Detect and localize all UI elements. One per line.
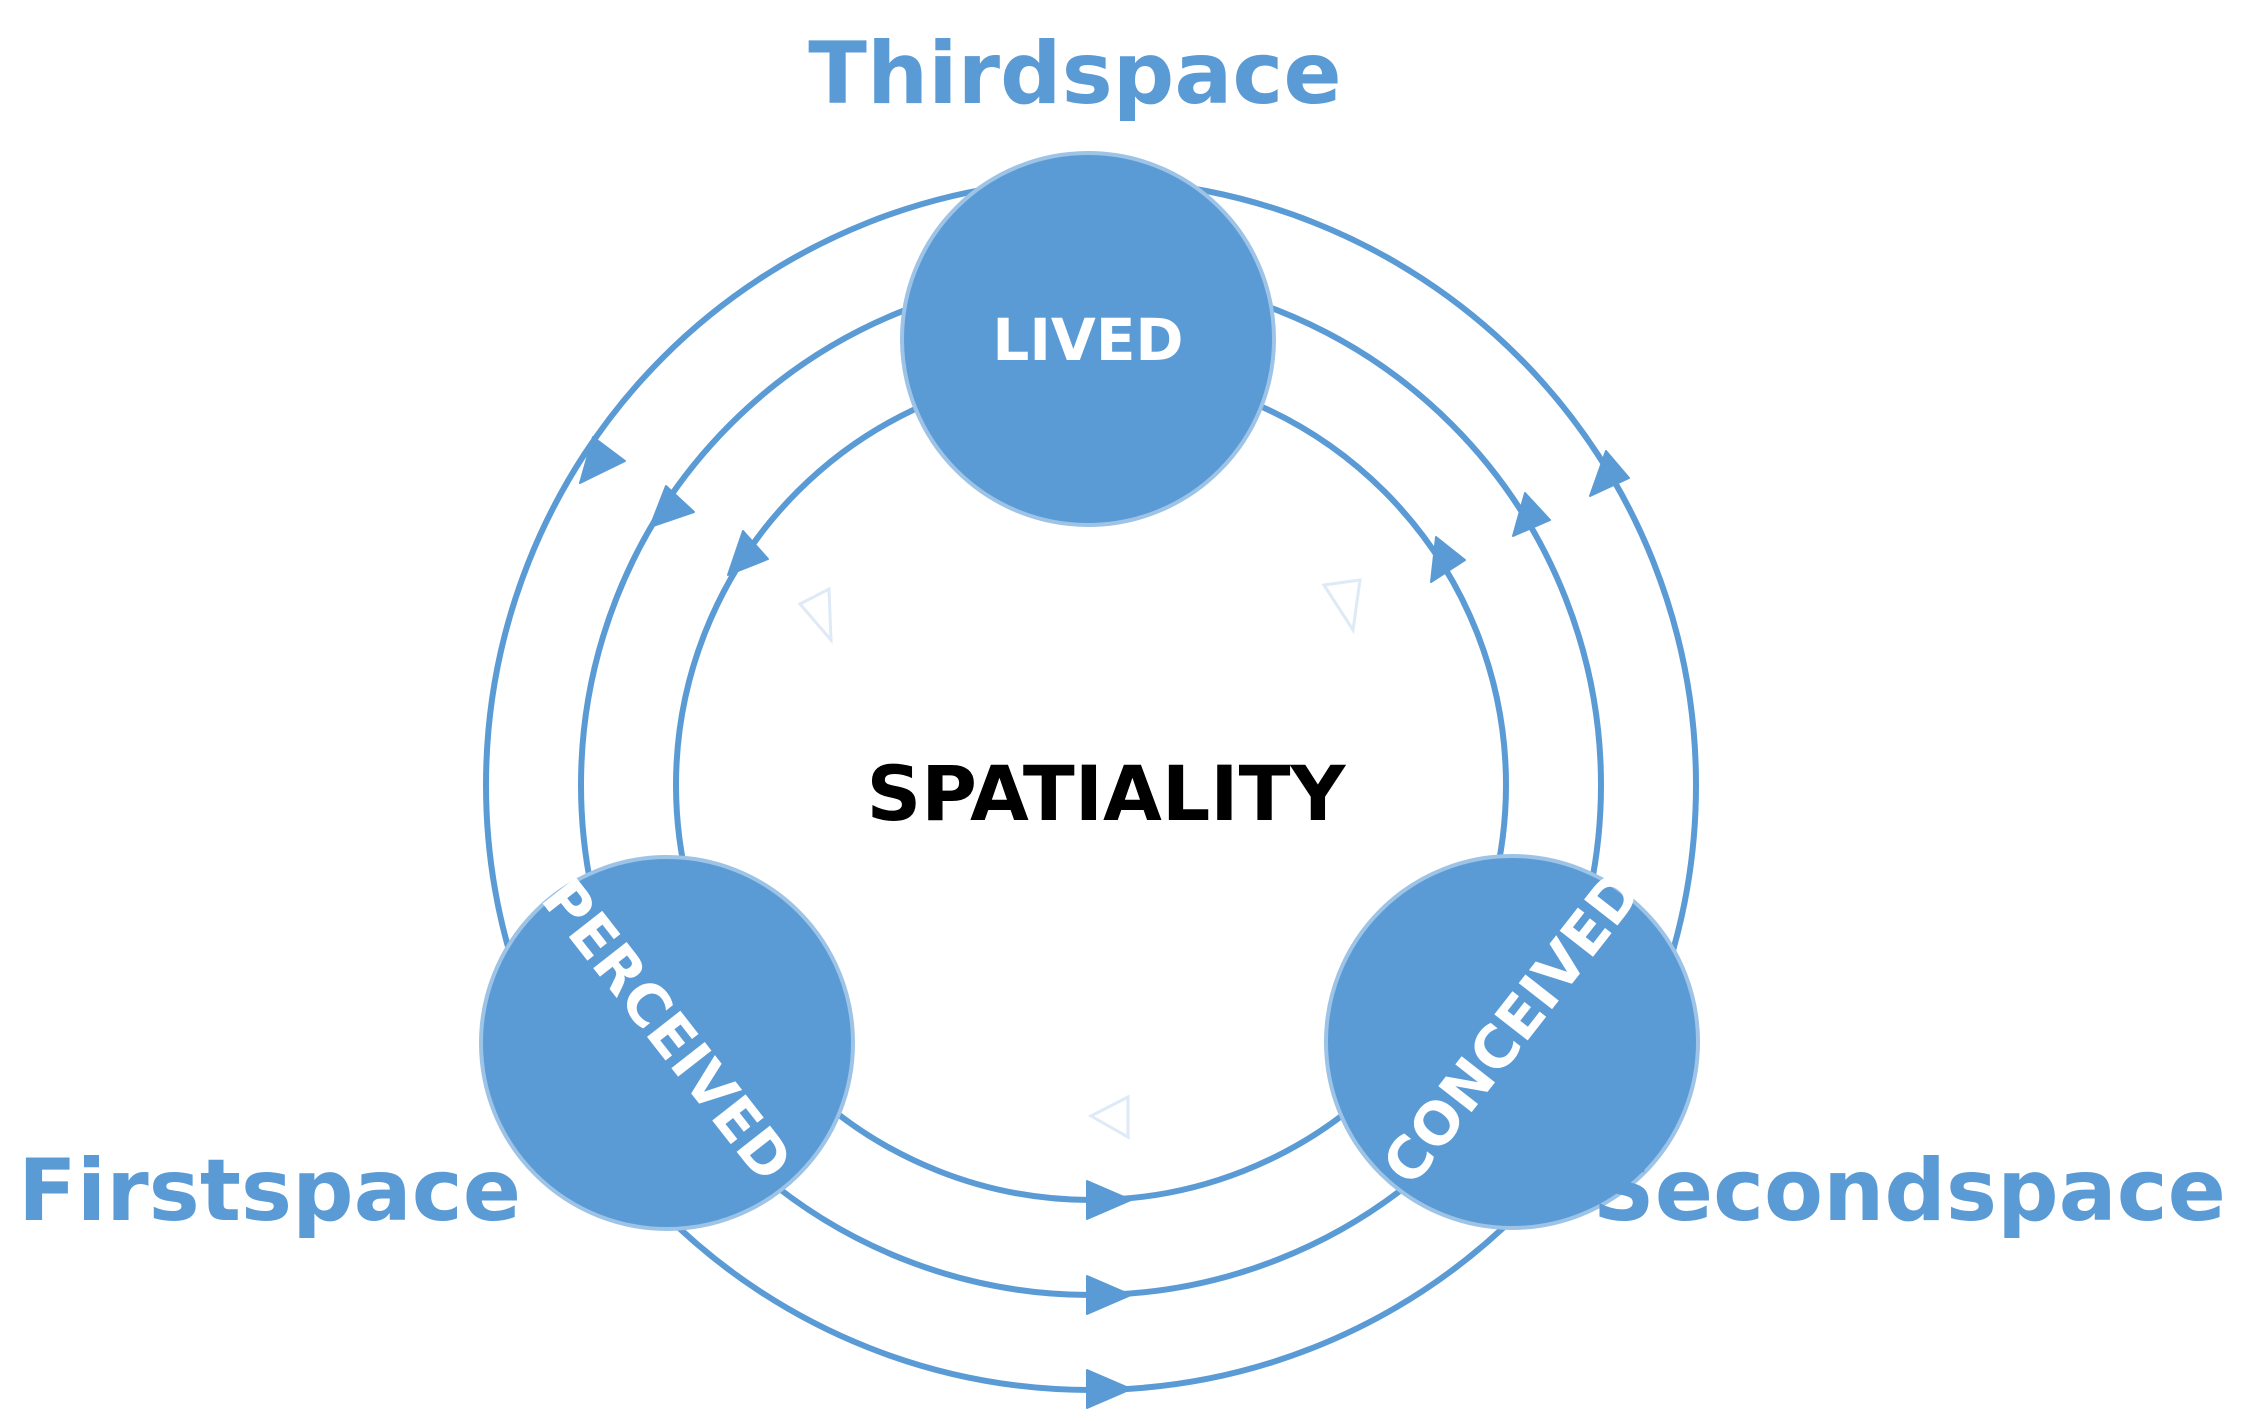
firstspace-label: Firstspace xyxy=(18,1141,521,1241)
center-label: SPATIALITY xyxy=(867,749,1347,838)
arrow-middle-right-icon xyxy=(1512,492,1551,537)
secondspace-label: Secondspace xyxy=(1593,1141,2226,1241)
arrow-outer-left-icon xyxy=(579,436,626,484)
ghost-arrow-bottom-icon xyxy=(1087,1094,1130,1140)
arrow-middle-bottom-icon xyxy=(1086,1275,1132,1315)
arrow-outer-bottom-icon xyxy=(1086,1369,1132,1409)
ghost-arrows xyxy=(797,578,1362,1140)
perceived-node xyxy=(479,855,855,1231)
arrow-middle-left-icon xyxy=(649,485,695,528)
ghost-arrow-left-icon xyxy=(797,586,833,645)
lived-label: LIVED xyxy=(992,306,1183,374)
lived-node xyxy=(900,151,1276,527)
arrow-inner-bottom-icon xyxy=(1086,1180,1132,1220)
ghost-arrow-right-icon xyxy=(1321,578,1362,635)
arrow-inner-right-icon xyxy=(1430,536,1466,583)
arrow-inner-left-icon xyxy=(727,530,769,576)
ring-arrows xyxy=(579,436,1630,1409)
thirdspace-label: Thirdspace xyxy=(808,24,1341,124)
nodes xyxy=(479,151,1700,1231)
conceived-node xyxy=(1324,854,1700,1230)
arrow-outer-right-icon xyxy=(1589,450,1630,497)
